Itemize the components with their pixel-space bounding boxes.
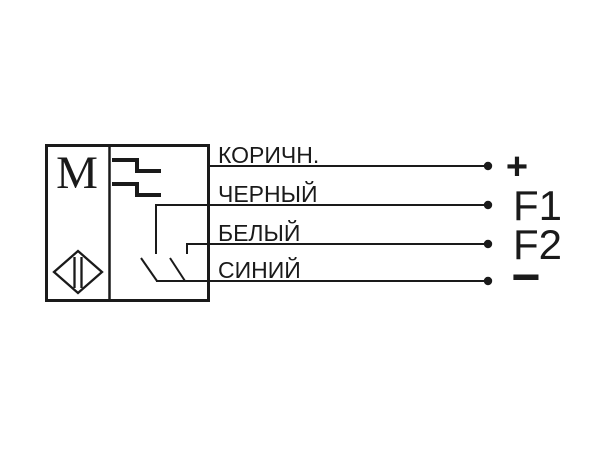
terminal-dot-minus <box>483 276 493 286</box>
terminal-label-f1: F1 <box>513 182 562 229</box>
switch-contact-1 <box>140 205 158 282</box>
device-box <box>45 144 210 302</box>
switch-contact-2 <box>169 244 188 282</box>
step-signal-icon <box>112 158 161 197</box>
terminal-dot-f2 <box>483 239 493 249</box>
wire-label-black: ЧЕРНЫЙ <box>218 180 318 207</box>
terminal-dot-plus <box>483 161 493 171</box>
device-marking-letter: M <box>56 147 98 199</box>
terminal-label-f2: F2 <box>513 221 562 268</box>
terminal-label-plus: + <box>506 146 528 188</box>
terminal-label-minus: − <box>511 249 540 305</box>
terminal-dot-f1 <box>483 200 493 210</box>
wire-label-blue: СИНИЙ <box>218 256 301 283</box>
wire-label-white: БЕЛЫЙ <box>218 219 300 246</box>
proximity-sensor-icon <box>52 249 104 295</box>
wire-label-brown: КОРИЧН. <box>218 142 319 168</box>
